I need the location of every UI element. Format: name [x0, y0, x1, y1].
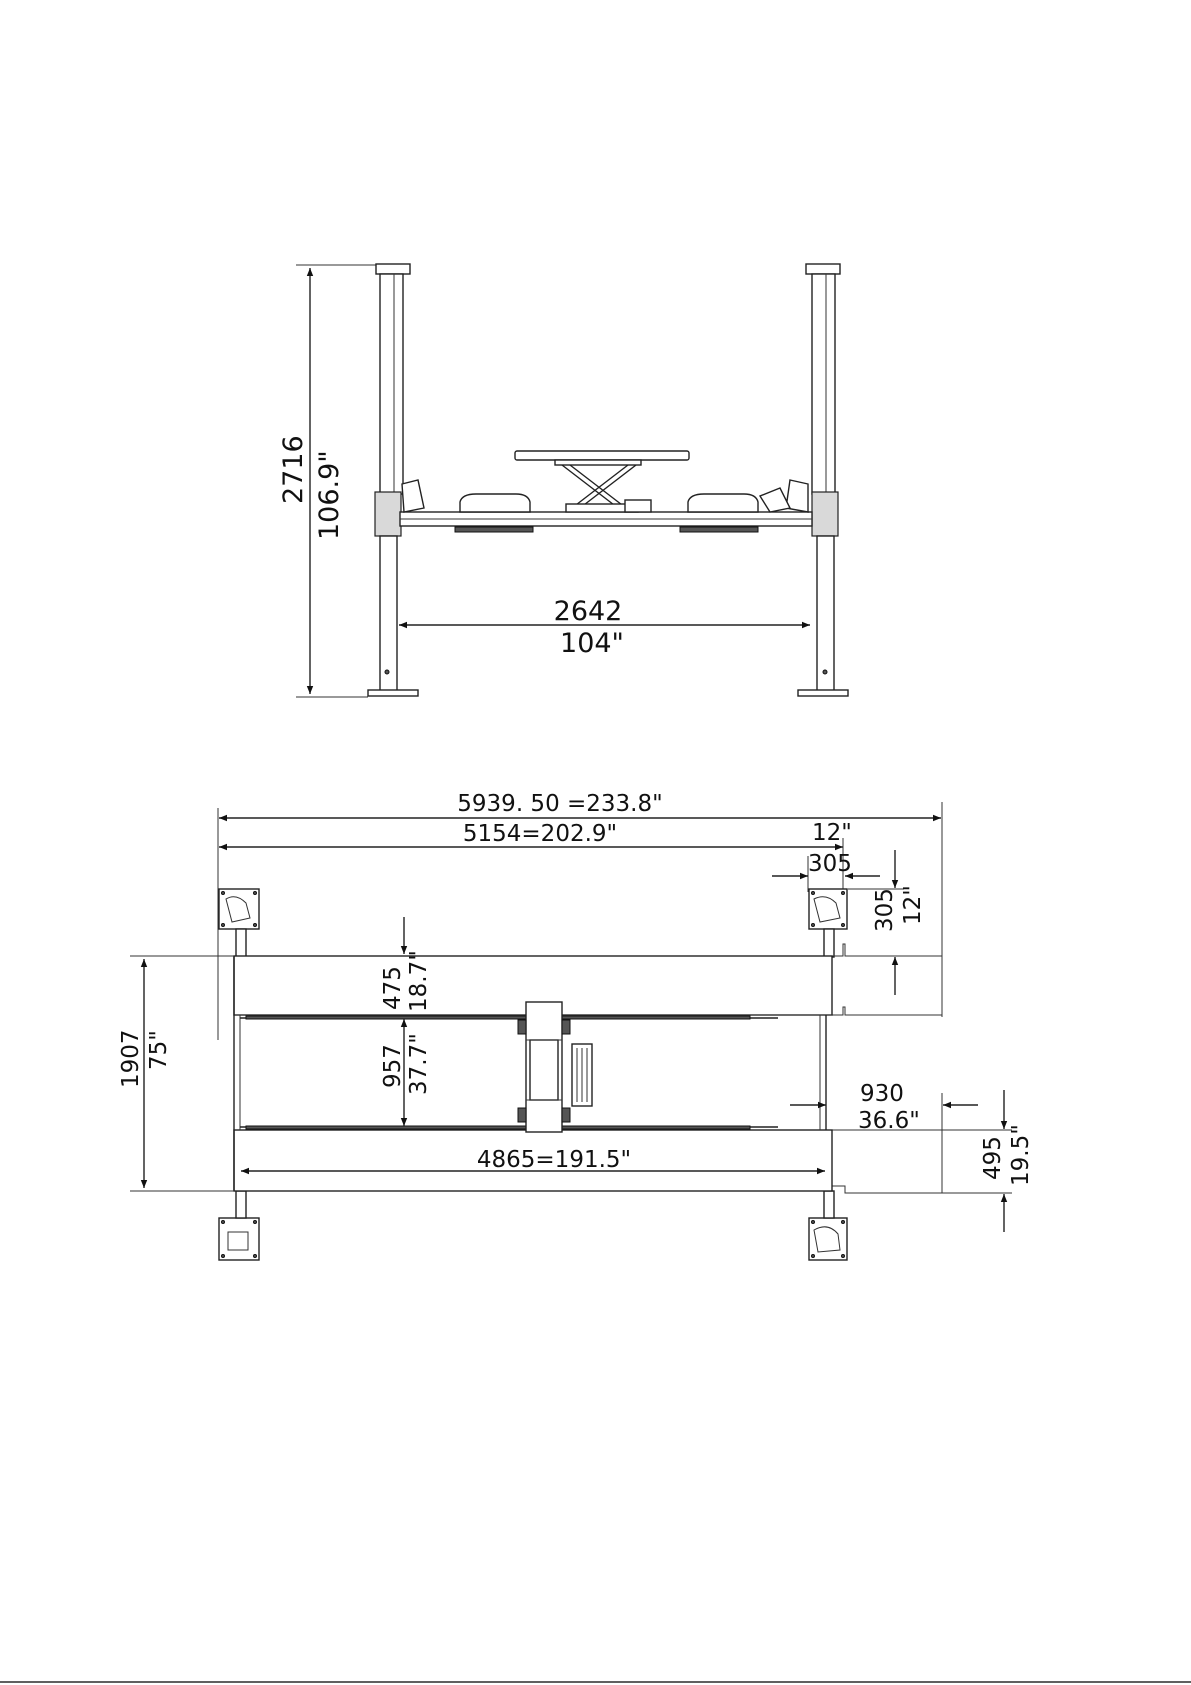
- height-dimension: 2716 106.9": [278, 265, 395, 697]
- base-plate-side-mm-label: 305: [872, 888, 898, 932]
- jack-table: [518, 1002, 592, 1132]
- scissor-jack: [515, 451, 689, 512]
- post-spacing-mm-label: 2642: [554, 596, 623, 627]
- inner-gap-in-label: 37.7": [406, 1033, 432, 1095]
- right-post: [798, 264, 848, 696]
- inner-gap-mm-label: 957: [380, 1044, 406, 1088]
- base-plate-bottom-right: [809, 1218, 847, 1260]
- overall-width-in-label: 75": [146, 1030, 172, 1070]
- ramp-width-in-label: 19.5": [1008, 1124, 1034, 1186]
- base-plate-top-left: [219, 889, 259, 929]
- ramp-length-in-label: 36.6": [858, 1108, 920, 1134]
- left-post: [368, 264, 418, 696]
- height-in-label: 106.9": [314, 450, 345, 540]
- runway-width-in-label: 18.7": [406, 950, 432, 1012]
- ramp-length-mm-label: 930: [860, 1081, 904, 1107]
- front-view: 2716 106.9": [278, 264, 848, 697]
- base-plate-mm-label: 305: [808, 851, 852, 877]
- height-mm-label: 2716: [278, 435, 309, 504]
- overall-length-label: 5939. 50 =233.8": [457, 791, 662, 817]
- post-spacing-in-label: 104": [560, 628, 624, 659]
- ramp-width-mm-label: 495: [980, 1136, 1006, 1180]
- runway-length-label: 5154=202.9": [463, 821, 617, 847]
- base-plate-top-right: [809, 889, 847, 929]
- post-spacing-dimension: 2642 104": [399, 596, 810, 659]
- overall-width-mm-label: 1907: [118, 1029, 144, 1088]
- ramp-outline: [832, 944, 942, 1193]
- top-view: 5939. 50 =233.8" 5154=202.9" 12" 305 305…: [118, 791, 1034, 1260]
- base-plate-bottom-left: [219, 1218, 259, 1260]
- wheelbase-label: 4865=191.5": [477, 1147, 631, 1173]
- base-plate-side-in-label: 12": [900, 885, 926, 925]
- base-plate-in-label: 12": [812, 820, 852, 846]
- runway-width-mm-label: 475: [380, 966, 406, 1010]
